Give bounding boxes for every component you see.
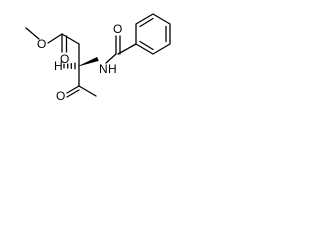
bond-amide-carbon-phenyl [117, 43, 137, 55]
atom-label-amide-carbonyl-oxygen: O [113, 22, 122, 36]
bond-ketone-carbonyl-2 [66, 89, 80, 98]
hashed-wedge-bond [63, 62, 76, 70]
bond-ester-carbon-ch2 [61, 33, 80, 45]
wedge-bond-to-nitrogen [78, 56, 99, 67]
bond-ketone-carbonyl-1 [66, 85, 80, 94]
bond-methyl-oxygen [25, 27, 40, 40]
bond-oxygen-ester-carbon [47, 33, 63, 44]
atom-label-amide-hydrogen: H [108, 62, 117, 76]
chemical-structure-diagram: O O H N H O O [25, 13, 171, 103]
atom-label-ester-methyl-oxygen: O [37, 37, 46, 51]
atom-label-amide-nitrogen: N [99, 62, 108, 76]
bond-ketone-methyl [78, 85, 97, 97]
atom-label-ketone-oxygen: O [56, 89, 65, 103]
bond-nitrogen-amide-carbon [105, 53, 117, 64]
benzene-ring [135, 13, 171, 55]
atom-label-stereo-hydrogen: H [54, 59, 63, 73]
atom-label-ester-carbonyl-oxygen: O [60, 52, 69, 66]
